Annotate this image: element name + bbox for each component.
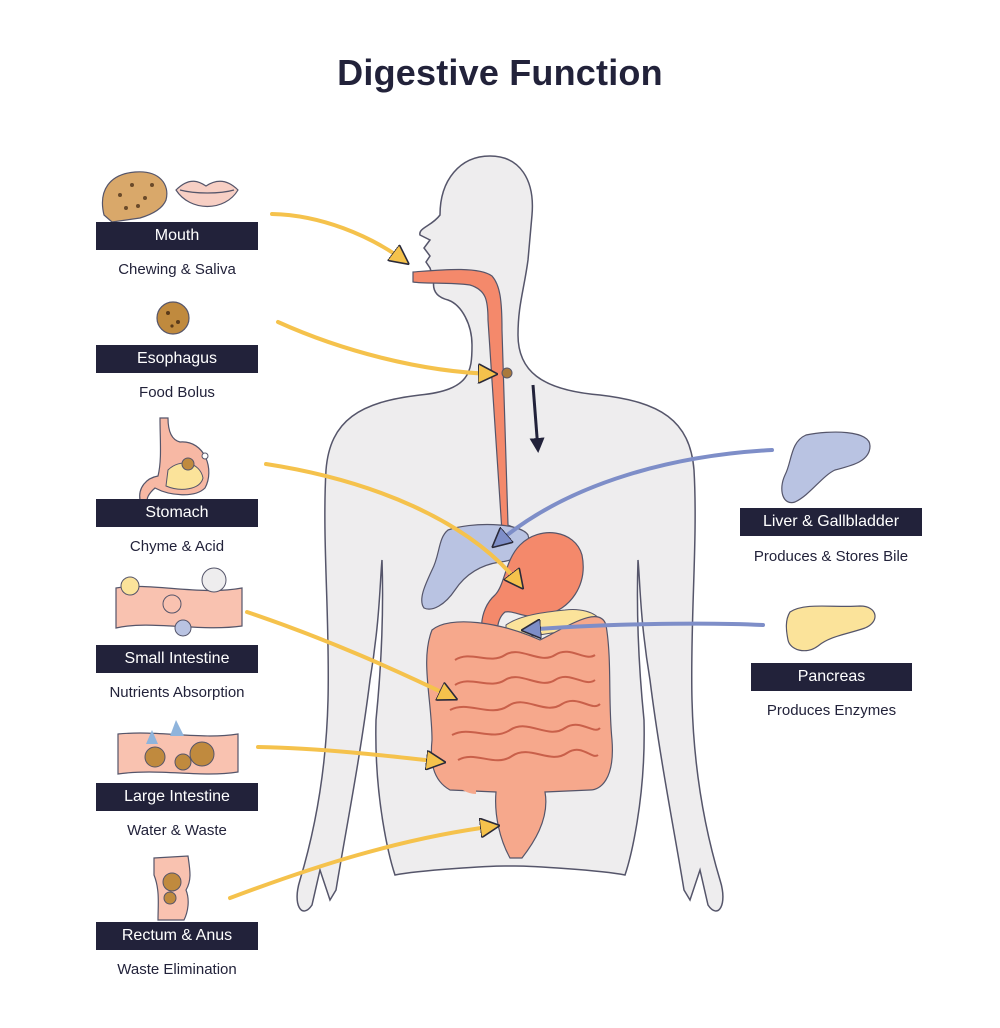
stage-label-esophagus: Esophagus bbox=[96, 345, 258, 373]
diagram-title: Digestive Function bbox=[337, 52, 663, 93]
stage-desc-mouth: Chewing & Saliva bbox=[118, 261, 236, 278]
small-intestine bbox=[449, 650, 601, 762]
accessory-label-liver-gallbladder: Liver & Gallbladder bbox=[740, 508, 922, 536]
stage-desc-esophagus: Food Bolus bbox=[139, 384, 215, 401]
stage-label-small-intestine: Small Intestine bbox=[96, 645, 258, 673]
stage-label-rectum-anus: Rectum & Anus bbox=[96, 922, 258, 950]
stomach bbox=[480, 532, 584, 651]
stage-desc-rectum-anus: Waste Elimination bbox=[117, 961, 237, 978]
pancreas-icon bbox=[785, 605, 876, 652]
stage-arrows bbox=[228, 212, 521, 900]
stage-label-stomach: Stomach bbox=[96, 499, 258, 527]
stage-desc-large-intestine: Water & Waste bbox=[127, 822, 227, 839]
accessory-desc-liver-gallbladder: Produces & Stores Bile bbox=[753, 548, 909, 565]
stage-label-mouth: Mouth bbox=[96, 222, 258, 250]
liver-icon bbox=[781, 431, 871, 504]
accessory-desc-pancreas: Produces Enzymes bbox=[766, 702, 897, 719]
accessory-arrows bbox=[495, 448, 774, 630]
flow-direction-arrow bbox=[529, 384, 545, 453]
rectum-icon bbox=[153, 855, 191, 921]
stage-desc-small-intestine: Nutrients Absorption bbox=[109, 684, 245, 701]
lips-icon bbox=[175, 180, 239, 208]
large-intestine-wall-icon bbox=[117, 720, 239, 775]
accessory-label-pancreas: Pancreas bbox=[751, 663, 912, 691]
stage-label-large-intestine: Large Intestine bbox=[96, 783, 258, 811]
bolus-in-esophagus bbox=[501, 367, 513, 379]
small-intestine-wall-icon bbox=[115, 567, 243, 637]
food-bolus-icon bbox=[156, 301, 190, 335]
stomach-icon bbox=[139, 417, 210, 501]
bread-icon bbox=[102, 171, 168, 223]
stage-desc-stomach: Chyme & Acid bbox=[129, 538, 225, 555]
